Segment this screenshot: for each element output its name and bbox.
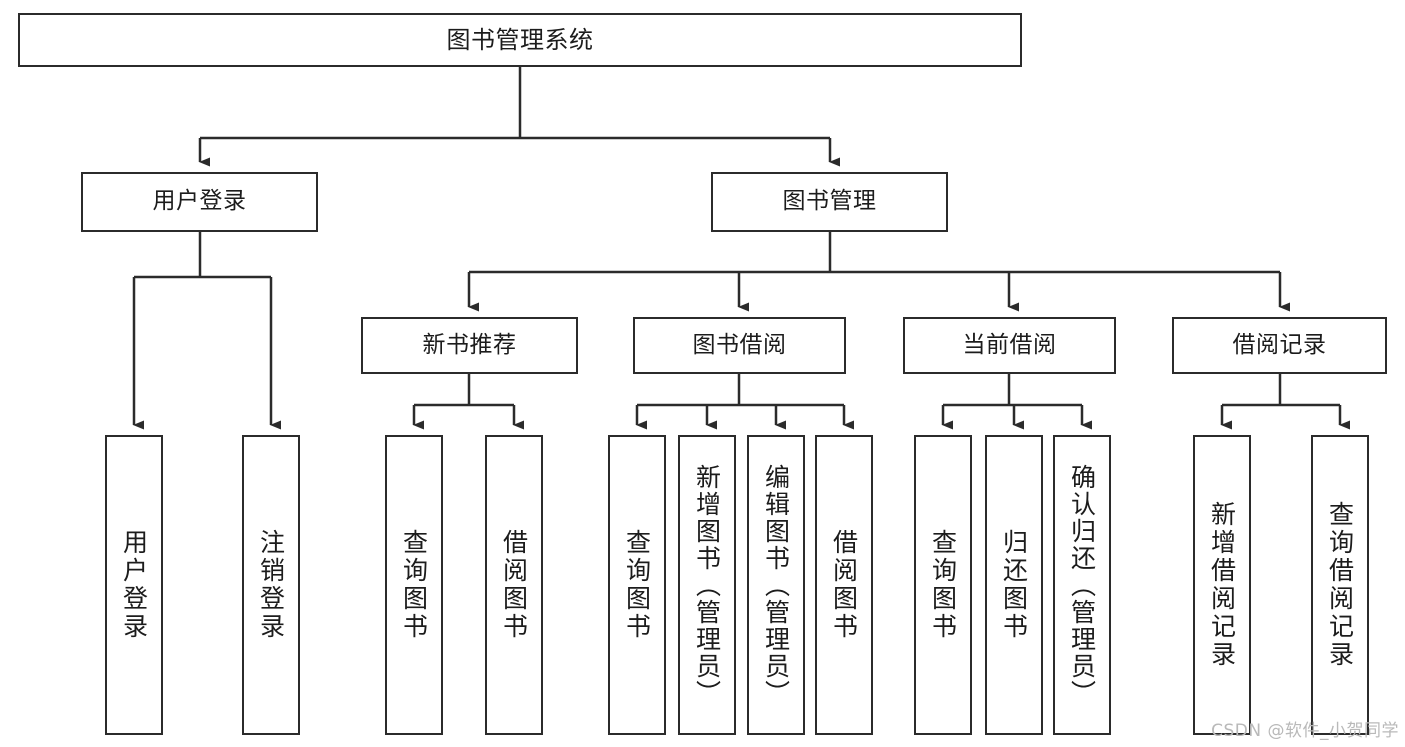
node-leaf-borrow-book-2[interactable]: 借阅图书 bbox=[815, 435, 873, 735]
node-label: 注销登录 bbox=[256, 529, 286, 641]
node-leaf-query-book-2[interactable]: 查询图书 bbox=[608, 435, 666, 735]
node-user-login[interactable]: 用户登录 bbox=[81, 172, 318, 232]
node-label: 用户登录 bbox=[152, 188, 247, 215]
node-label: 图书管理 bbox=[782, 188, 877, 215]
node-leaf-add-record[interactable]: 新增借阅记录 bbox=[1193, 435, 1251, 735]
node-leaf-query-book-1[interactable]: 查询图书 bbox=[385, 435, 443, 735]
node-label: 确认归还（管理员） bbox=[1067, 463, 1097, 707]
node-leaf-query-book-3[interactable]: 查询图书 bbox=[914, 435, 972, 735]
node-label: 新书推荐 bbox=[422, 331, 517, 358]
node-label: 新增借阅记录 bbox=[1207, 501, 1237, 669]
node-root-system[interactable]: 图书管理系统 bbox=[18, 13, 1022, 67]
node-label: 当前借阅 bbox=[962, 331, 1057, 358]
node-leaf-add-book[interactable]: 新增图书（管理员） bbox=[678, 435, 736, 735]
node-leaf-return-book[interactable]: 归还图书 bbox=[985, 435, 1043, 735]
node-label: 查询图书 bbox=[399, 529, 429, 641]
node-leaf-confirm-return[interactable]: 确认归还（管理员） bbox=[1053, 435, 1111, 735]
node-current-borrow[interactable]: 当前借阅 bbox=[903, 317, 1116, 374]
node-label: 编辑图书（管理员） bbox=[761, 463, 791, 707]
node-leaf-borrow-book-1[interactable]: 借阅图书 bbox=[485, 435, 543, 735]
watermark-text: CSDN @软件_小贺同学 bbox=[1211, 721, 1399, 741]
node-new-book-recommend[interactable]: 新书推荐 bbox=[361, 317, 578, 374]
node-borrow-record[interactable]: 借阅记录 bbox=[1172, 317, 1387, 374]
node-label: 查询借阅记录 bbox=[1325, 501, 1355, 669]
node-label: 借阅记录 bbox=[1232, 331, 1327, 358]
node-leaf-edit-book[interactable]: 编辑图书（管理员） bbox=[747, 435, 805, 735]
node-label: 用户登录 bbox=[119, 529, 149, 641]
node-leaf-logout-login[interactable]: 注销登录 bbox=[242, 435, 300, 735]
node-book-management[interactable]: 图书管理 bbox=[711, 172, 948, 232]
node-leaf-query-record[interactable]: 查询借阅记录 bbox=[1311, 435, 1369, 735]
node-label: 借阅图书 bbox=[829, 529, 859, 641]
node-label: 查询图书 bbox=[622, 529, 652, 641]
node-leaf-user-login[interactable]: 用户登录 bbox=[105, 435, 163, 735]
node-label: 查询图书 bbox=[928, 529, 958, 641]
node-label: 新增图书（管理员） bbox=[692, 463, 722, 707]
node-label: 归还图书 bbox=[999, 529, 1029, 641]
node-book-borrow[interactable]: 图书借阅 bbox=[633, 317, 846, 374]
node-label: 借阅图书 bbox=[499, 529, 529, 641]
node-label: 图书借阅 bbox=[692, 331, 787, 358]
node-label: 图书管理系统 bbox=[446, 25, 594, 54]
